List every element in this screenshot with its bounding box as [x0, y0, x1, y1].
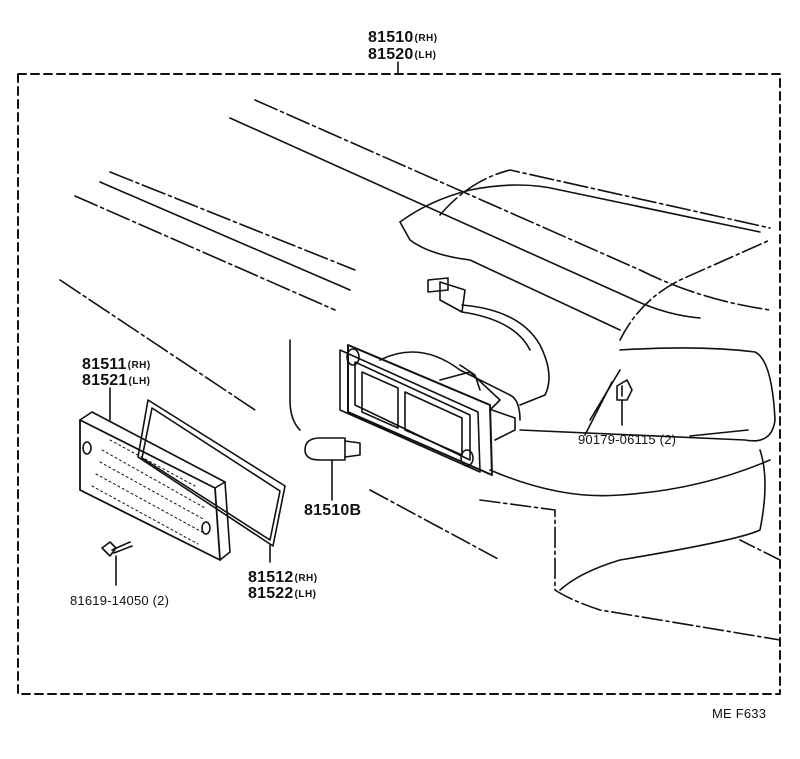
diagram-frame: [17, 73, 781, 695]
bumper-outline: [369, 489, 501, 561]
bumper-outline: [489, 459, 771, 497]
part-number: 81511: [82, 356, 127, 373]
part-number: 81520: [368, 46, 414, 63]
lamp-housing: [339, 344, 521, 476]
gasket-label-lh: 81522(LH): [248, 586, 317, 602]
assembly-label-rh: 81510(RH): [368, 30, 438, 46]
bumper-outline: [399, 221, 621, 331]
part-number: 81510: [368, 29, 414, 46]
bumper-outline: [254, 99, 771, 311]
assembly-label-lh: 81520(LH): [368, 47, 437, 63]
bumper-outline: [289, 339, 301, 431]
side-tag: (RH): [127, 360, 151, 371]
gasket-part: [137, 399, 286, 563]
bumper-outline: [59, 279, 256, 411]
part-number: 81512: [248, 569, 294, 586]
side-tag: (RH): [414, 33, 438, 44]
bulb-label: 81510B: [304, 502, 362, 519]
bulb-part: [304, 437, 361, 501]
nut-leader: [584, 381, 613, 436]
screw-part: [101, 541, 133, 586]
part-number: 81521: [82, 372, 128, 389]
nut-label: 90179-06115 (2): [578, 432, 677, 447]
bumper-outline: [229, 117, 701, 319]
bumper-outline: [739, 539, 781, 561]
diagram-id: ME F633: [712, 706, 767, 721]
bumper-outline: [399, 184, 761, 233]
lens-label-lh: 81521(LH): [82, 373, 151, 389]
side-tag: (LH): [414, 50, 437, 61]
side-tag: (LH): [128, 376, 151, 387]
nut-part: [616, 379, 633, 426]
lens-label-rh: 81511(RH): [82, 357, 151, 373]
part-number: 81522: [248, 585, 294, 602]
bumper-outline: [519, 347, 776, 442]
side-tag: (LH): [294, 589, 317, 600]
bumper-outline: [109, 171, 356, 271]
bumper-outline: [74, 195, 336, 311]
nut-label-leader: [689, 429, 749, 437]
bumper-outline: [559, 449, 766, 591]
bumper-outline: [99, 181, 351, 291]
wire-connector: [427, 277, 550, 406]
screw-label: 81619-14050 (2): [70, 593, 170, 608]
gasket-label-rh: 81512(RH): [248, 570, 318, 586]
bumper-outline: [479, 499, 781, 641]
lens-part: [79, 387, 231, 561]
bumper-outline: [439, 169, 771, 229]
bumper-outline: [619, 239, 771, 341]
side-tag: (RH): [294, 573, 318, 584]
